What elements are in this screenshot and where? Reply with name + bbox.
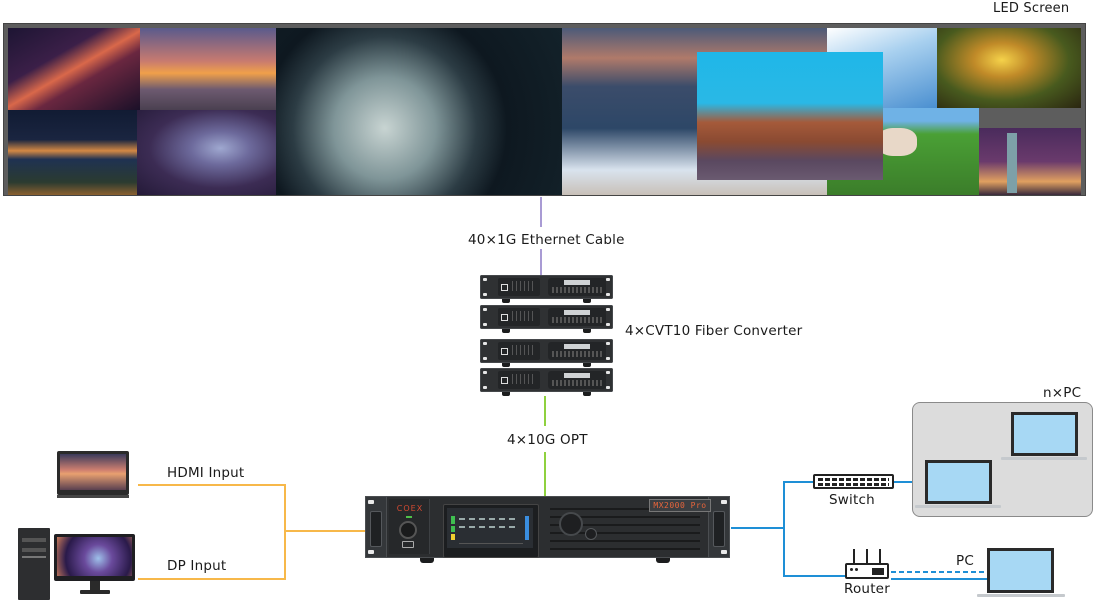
- led-screen-label: LED Screen: [993, 1, 1070, 16]
- hdmi-input-label: HDMI Input: [167, 465, 245, 481]
- tile-statue-of-liberty: [979, 128, 1081, 195]
- pc-laptop-icon: [987, 548, 1054, 593]
- fiber-converter-4: [480, 368, 613, 396]
- pc-label: PC: [956, 553, 974, 569]
- input-junction-line: [284, 484, 286, 580]
- back-button: [585, 528, 597, 540]
- router-to-pc-dashed-line: [891, 571, 987, 573]
- ethernet-cable-line: [540, 197, 542, 227]
- router-icon: [845, 549, 889, 579]
- network-line-to-router: [783, 575, 845, 577]
- fiber-line-lower: [544, 452, 546, 496]
- fiber-label: 4×10G OPT: [507, 432, 588, 448]
- led-screen: [3, 23, 1086, 196]
- laptop-base: [1001, 457, 1087, 460]
- video-processor: COEX MX2000 Pro: [365, 496, 730, 563]
- switch-to-npc-line: [894, 481, 912, 483]
- input-to-processor-line: [284, 530, 365, 532]
- npc-label: n×PC: [1043, 385, 1082, 401]
- laptop-icon: [1011, 412, 1078, 456]
- hdmi-line: [138, 484, 285, 486]
- fiber-converter-3: [480, 339, 613, 367]
- processor-model: MX2000 Pro: [649, 499, 711, 512]
- pc-laptop-base: [977, 594, 1065, 597]
- processor-brand: COEX: [396, 504, 424, 513]
- switch-label: Switch: [829, 492, 875, 508]
- dp-input-label: DP Input: [167, 558, 227, 574]
- laptop-hdmi-source: [57, 451, 129, 499]
- network-switch-icon: [813, 474, 894, 489]
- tile-pier-sunset: [140, 28, 276, 110]
- ethernet-cable-line-lower: [540, 249, 542, 275]
- laptop-base: [915, 505, 1001, 508]
- tile-pagoda-city: [697, 52, 883, 180]
- fiber-converter-2: [480, 305, 613, 333]
- status-led: [406, 516, 412, 518]
- fiber-line-upper: [544, 396, 546, 426]
- pc-group: [912, 402, 1093, 517]
- network-line-vertical: [783, 481, 785, 577]
- dp-line: [138, 578, 285, 580]
- fiber-converter-1: [480, 275, 613, 303]
- network-line-out: [731, 527, 784, 529]
- ethernet-cable-label: 40×1G Ethernet Cable: [468, 232, 625, 248]
- tile-planet: [276, 28, 562, 195]
- power-button: [399, 521, 417, 539]
- desktop-dp-source: [18, 528, 136, 600]
- laptop-icon: [925, 460, 992, 504]
- control-knob: [559, 512, 583, 536]
- tile-nebula: [137, 110, 276, 195]
- touch-screen: [447, 508, 533, 548]
- fiber-converter-label: 4×CVT10 Fiber Converter: [625, 323, 803, 339]
- tile-galaxy: [8, 28, 140, 110]
- router-to-pc-line: [891, 578, 987, 580]
- usb-port: [402, 541, 414, 548]
- tile-golden-tree: [937, 28, 1081, 108]
- tile-coast-night: [8, 110, 140, 195]
- router-label: Router: [844, 581, 890, 597]
- network-line-to-switch: [783, 481, 813, 483]
